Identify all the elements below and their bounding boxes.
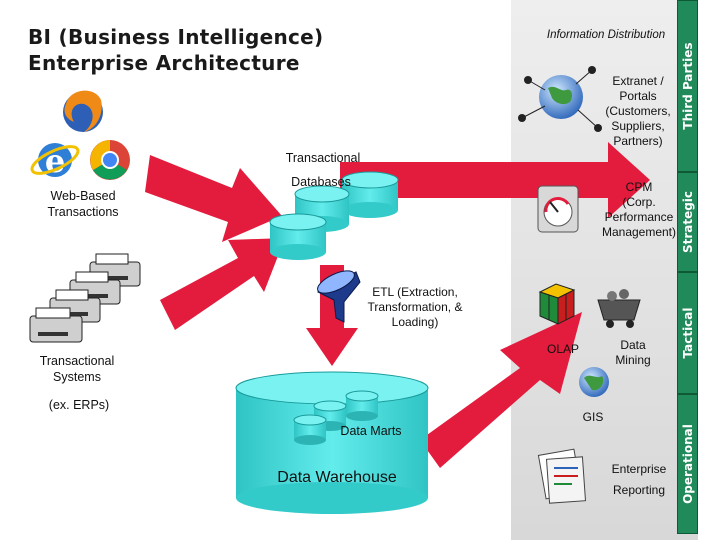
data-marts-cylinders [293, 390, 379, 445]
arrow-systems-to-databases [160, 238, 285, 330]
title-line-1: BI (Business Intelligence) [28, 25, 324, 49]
firefox-logo [63, 90, 103, 132]
arrow-etl-down [306, 265, 358, 366]
data-warehouse-cylinder [235, 371, 429, 514]
internet-explorer-logo: e [30, 142, 80, 180]
funnel-icon [316, 270, 361, 323]
gis-label: GIS [582, 410, 604, 424]
band-strategic: Strategic [677, 172, 698, 272]
data-warehouse-label: Data Warehouse [277, 469, 397, 486]
title-line-2: Enterprise Architecture [28, 51, 300, 75]
transactional-systems-label: Transactional Systems [39, 354, 115, 384]
gis-globe-icon [579, 367, 609, 397]
arrow-web-to-databases [145, 155, 282, 242]
band-operational: Operational [677, 394, 698, 534]
printers-icon [29, 253, 141, 343]
band-tactical: Tactical [677, 272, 698, 394]
report-document-icon [537, 448, 587, 504]
band-third-parties: Third Parties [677, 0, 698, 172]
gauge-icon [537, 185, 579, 233]
databases-label: Databases [291, 175, 351, 189]
arrow-databases-to-distribution [340, 142, 650, 218]
mining-cart-icon [597, 289, 641, 328]
globe-network-icon [518, 66, 602, 132]
rubiks-cube-icon [538, 283, 576, 325]
data-marts-label: Data Marts [340, 424, 402, 438]
arrow-warehouse-to-distribution [420, 312, 582, 468]
etl-label: ETL (Extraction, Transformation, & Loadi… [367, 285, 463, 329]
cpm-label: CPM (Corp. Performance Management) [601, 180, 677, 239]
web-based-transactions-label: Web-Based Transactions [47, 189, 119, 219]
chrome-logo [90, 140, 130, 180]
extranet-portals-label: Extranet / Portals (Customers, Suppliers… [605, 74, 671, 148]
erps-label: (ex. ERPs) [48, 398, 110, 412]
reporting-label: Reporting [612, 483, 666, 497]
data-mining-label: Data Mining [615, 338, 651, 367]
enterprise-label: Enterprise [611, 462, 667, 476]
transactional-label: Transactional [285, 151, 361, 165]
databases-cylinders [269, 171, 399, 260]
olap-label: OLAP [546, 342, 579, 356]
information-distribution-header: Information Distribution [546, 29, 666, 41]
page-title: BI (Business Intelligence) Enterprise Ar… [28, 24, 323, 76]
